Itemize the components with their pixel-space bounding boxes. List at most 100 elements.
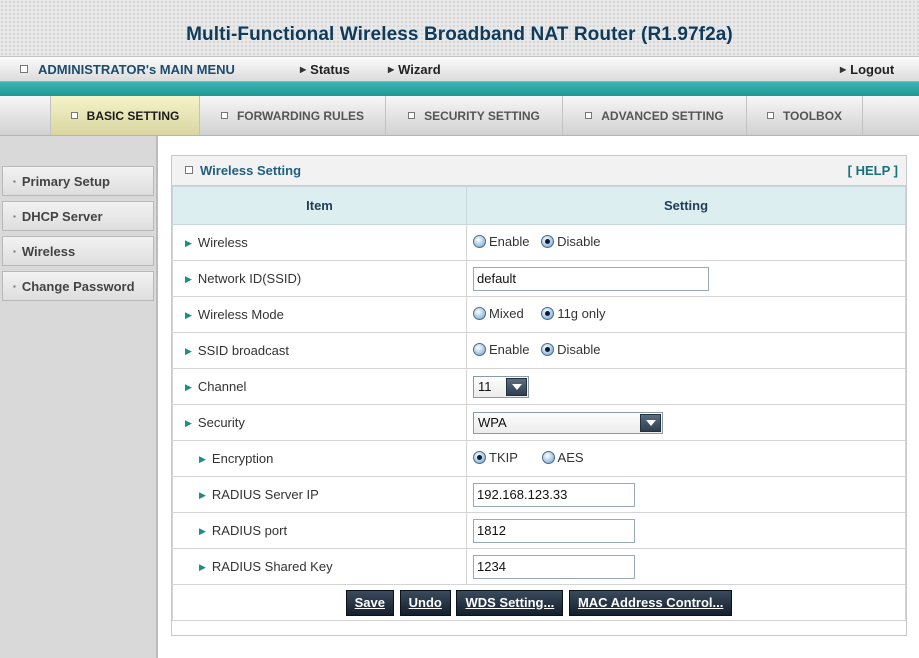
square-bullet-icon bbox=[408, 112, 416, 119]
wireless-disable-option[interactable]: Disable bbox=[541, 234, 600, 249]
channel-select[interactable]: 11 bbox=[473, 375, 529, 398]
tab-forwarding-rules[interactable]: FORWARDING RULES bbox=[200, 96, 386, 135]
wireless-disable-radio[interactable] bbox=[541, 235, 555, 248]
table-row: ▶RADIUS port bbox=[172, 512, 906, 549]
row-label: Encryption bbox=[211, 451, 274, 466]
square-bullet-icon bbox=[585, 112, 593, 119]
row-value-cell: 11 bbox=[466, 368, 906, 405]
arrow-right-icon: ▶ bbox=[185, 238, 192, 248]
row-label-cell: ▶RADIUS Shared Key bbox=[172, 548, 467, 585]
status-link[interactable]: ▶Status bbox=[300, 62, 350, 77]
sidebar-item-label: Change Password bbox=[21, 278, 135, 294]
mode-11g-only-radio[interactable] bbox=[541, 307, 555, 320]
table-row: ▶RADIUS Shared Key bbox=[172, 548, 906, 585]
row-label: Channel bbox=[197, 379, 247, 394]
bullet-icon: ▪ bbox=[13, 281, 16, 291]
mode-mixed-option[interactable]: Mixed bbox=[473, 306, 524, 321]
radius-shared-key-input[interactable] bbox=[473, 554, 635, 579]
router-title: Multi-Functional Wireless Broadband NAT … bbox=[186, 24, 733, 45]
arrow-right-icon: ▶ bbox=[185, 274, 192, 284]
square-bullet-icon bbox=[20, 65, 28, 73]
wizard-link[interactable]: ▶Wizard bbox=[388, 62, 441, 77]
panel-title: Wireless Setting bbox=[185, 163, 301, 178]
table-row: ▶Encryption TKIP AES bbox=[172, 440, 906, 477]
table-row: ▶Security WPA bbox=[172, 404, 906, 441]
radio-label: Mixed bbox=[489, 306, 524, 321]
logout-link[interactable]: ▶Logout bbox=[840, 62, 894, 77]
encryption-tkip-option[interactable]: TKIP bbox=[473, 450, 518, 465]
wds-setting-button[interactable]: WDS Setting... bbox=[456, 589, 564, 616]
row-value-cell bbox=[466, 548, 906, 585]
radius-server-ip-input[interactable] bbox=[473, 482, 635, 507]
row-value-cell: Enable Disable bbox=[466, 224, 906, 261]
tab-security-setting[interactable]: SECURITY SETTING bbox=[386, 96, 563, 135]
status-label: Status bbox=[310, 62, 350, 77]
radio-label: 11g only bbox=[557, 306, 606, 321]
row-value-cell: TKIP AES bbox=[466, 440, 906, 477]
wizard-label: Wizard bbox=[398, 62, 441, 77]
settings-table: Item Setting ▶Wireless Enable Disable ▶N… bbox=[172, 186, 906, 621]
table-row: ▶ Network ID(SSID) bbox=[172, 260, 906, 297]
column-header-item: Item bbox=[172, 186, 467, 225]
sidebar-item-wireless[interactable]: ▪Wireless bbox=[2, 236, 154, 266]
row-label-cell: ▶ Wireless Mode bbox=[172, 296, 467, 333]
accent-strip bbox=[0, 82, 919, 96]
panel-header: Wireless Setting [ HELP ] bbox=[172, 156, 906, 186]
sidebar-item-change-password[interactable]: ▪ Change Password bbox=[2, 271, 154, 301]
dropdown-arrow-icon[interactable] bbox=[506, 377, 527, 396]
ssid-broadcast-disable-option[interactable]: Disable bbox=[541, 342, 600, 357]
arrow-right-icon: ▶ bbox=[199, 490, 206, 500]
row-label: Network ID(SSID) bbox=[197, 271, 302, 286]
save-button[interactable]: Save bbox=[345, 589, 394, 616]
radius-port-input[interactable] bbox=[473, 518, 635, 543]
row-value-cell: Enable Disable bbox=[466, 332, 906, 369]
sidebar-item-label: Wireless bbox=[21, 243, 76, 259]
row-value-cell: WPA bbox=[466, 404, 906, 441]
arrow-right-icon: ▶ bbox=[840, 65, 847, 74]
table-row: ▶Channel 11 bbox=[172, 368, 906, 405]
ssid-broadcast-disable-radio[interactable] bbox=[541, 343, 555, 356]
square-bullet-icon bbox=[220, 112, 228, 119]
radio-label: TKIP bbox=[489, 450, 518, 465]
mode-11g-only-option[interactable]: 11g only bbox=[541, 306, 606, 321]
encryption-aes-option[interactable]: AES bbox=[541, 450, 584, 465]
sidebar-item-primary-setup[interactable]: ▪ Primary Setup bbox=[2, 166, 154, 196]
ssid-broadcast-enable-radio[interactable] bbox=[473, 343, 486, 356]
dropdown-arrow-icon[interactable] bbox=[640, 413, 661, 432]
row-label-cell: ▶ Network ID(SSID) bbox=[172, 260, 467, 297]
tab-advanced-setting[interactable]: ADVANCED SETTING bbox=[563, 96, 747, 135]
arrow-right-icon: ▶ bbox=[388, 65, 395, 74]
row-value-cell bbox=[466, 476, 906, 513]
wireless-enable-radio[interactable] bbox=[473, 235, 486, 248]
wireless-enable-option[interactable]: Enable bbox=[473, 234, 529, 249]
encryption-aes-radio[interactable] bbox=[541, 451, 555, 464]
tab-basic-setting[interactable]: BASIC SETTING bbox=[50, 96, 200, 135]
row-label: RADIUS port bbox=[211, 523, 288, 538]
security-select[interactable]: WPA bbox=[473, 411, 663, 434]
encryption-tkip-radio[interactable] bbox=[473, 451, 486, 464]
ssid-input[interactable] bbox=[473, 266, 709, 291]
tab-label: TOOLBOX bbox=[782, 108, 843, 123]
admin-main-menu-link[interactable]: ADMINISTRATOR's MAIN MENU bbox=[20, 62, 235, 77]
table-row: ▶RADIUS Server IP bbox=[172, 476, 906, 513]
buttons-cell: Save Undo WDS Setting... MAC Address Con… bbox=[172, 584, 906, 621]
row-value-cell bbox=[466, 260, 906, 297]
sidebar: ▪ Primary Setup ▪DHCP Server ▪Wireless ▪ C… bbox=[0, 136, 158, 658]
tab-toolbox[interactable]: TOOLBOX bbox=[747, 96, 863, 135]
panel-title-text: Wireless Setting bbox=[200, 163, 302, 178]
mac-address-control-button[interactable]: MAC Address Control... bbox=[568, 589, 733, 616]
sidebar-item-dhcp-server[interactable]: ▪DHCP Server bbox=[2, 201, 154, 231]
bullet-icon: ▪ bbox=[13, 176, 16, 186]
help-link[interactable]: [ HELP ] bbox=[847, 163, 898, 178]
column-header-setting: Setting bbox=[466, 186, 906, 225]
tab-label: BASIC SETTING bbox=[86, 108, 180, 123]
arrow-right-icon: ▶ bbox=[185, 310, 192, 320]
undo-button[interactable]: Undo bbox=[399, 589, 451, 616]
sidebar-item-label: Primary Setup bbox=[21, 173, 110, 189]
main-menu-bar: ADMINISTRATOR's MAIN MENU ▶Status ▶Wizar… bbox=[0, 56, 919, 82]
ssid-broadcast-enable-option[interactable]: Enable bbox=[473, 342, 529, 357]
security-value: WPA bbox=[478, 415, 507, 430]
row-label-cell: ▶Encryption bbox=[172, 440, 467, 477]
mode-mixed-radio[interactable] bbox=[473, 307, 486, 320]
row-label: Wireless Mode bbox=[197, 307, 284, 322]
